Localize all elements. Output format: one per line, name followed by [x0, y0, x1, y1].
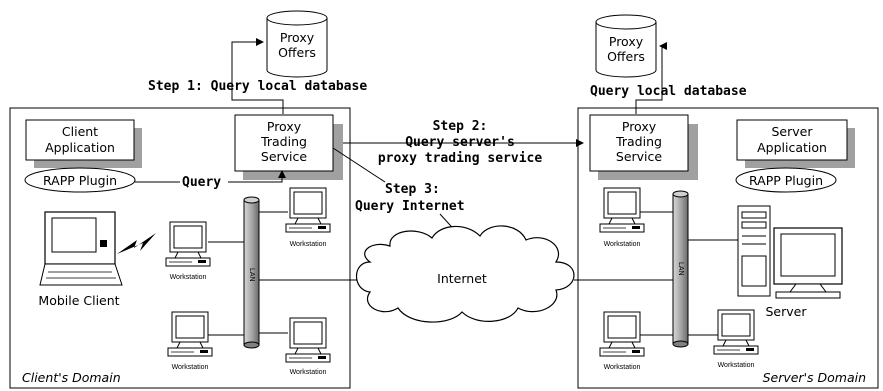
workstation-icon: Workstation [285, 317, 331, 376]
internet-cloud-icon [356, 225, 575, 323]
svg-text:Workstation: Workstation [170, 274, 207, 281]
workstation-icon: Workstation [165, 221, 211, 281]
internet-label: Internet [437, 271, 487, 286]
laptop-icon [39, 211, 123, 286]
workstation-icon: Workstation [599, 187, 645, 248]
proxy-right-line2: Trading [615, 134, 662, 149]
workstation-icon: Workstation [167, 311, 213, 371]
server-app-line2: Application [757, 140, 827, 155]
step2-line1: Step 2: [433, 119, 488, 134]
db-right-line2: Offers [607, 49, 645, 64]
server-domain-box [577, 107, 879, 389]
svg-text:LAN: LAN [677, 262, 684, 276]
proxy-left-line2: Trading [260, 134, 307, 149]
step2-line3: proxy trading service [378, 151, 543, 166]
proxy-left-line3: Service [261, 149, 308, 164]
db-right-line1: Proxy [609, 34, 644, 49]
proxy-right-line1: Proxy [622, 119, 657, 134]
server-domain-label: Server's Domain [763, 370, 866, 385]
proxy-trading-service-right [589, 114, 689, 172]
workstation-icon: Workstation [713, 309, 759, 369]
server-icon [737, 205, 843, 299]
rapp-left-label: RAPP Plugin [43, 173, 117, 188]
proxy-offers-db-right: Proxy Offers [595, 14, 657, 78]
client-domain-label: Client's Domain [22, 370, 121, 385]
step1-arrow [231, 38, 284, 114]
proxy-left-line1: Proxy [267, 119, 302, 134]
client-app-line2: Application [45, 140, 115, 155]
workstation-icon: Workstation [285, 187, 331, 248]
wireless-bolt-icon [117, 233, 156, 254]
svg-text:Workstation: Workstation [604, 364, 641, 371]
step3-line2: Query Internet [355, 199, 465, 214]
svg-text:Workstation: Workstation [718, 362, 755, 369]
right-db-label: Query local database [590, 84, 747, 99]
step3-line1: Step 3: [385, 182, 440, 197]
workstation-icon: Workstation [599, 311, 645, 371]
query-arrow [228, 170, 286, 183]
proxy-offers-db-left: Proxy Offers [266, 10, 328, 78]
server-label: Server [766, 304, 808, 319]
proxy-trading-service-left [234, 114, 334, 172]
svg-text:Workstation: Workstation [172, 364, 209, 371]
query-label: Query [182, 175, 221, 190]
db-left-line1: Proxy [280, 30, 315, 45]
proxy-right-line3: Service [616, 149, 663, 164]
right-db-arrow [635, 42, 667, 114]
svg-text:Workstation: Workstation [604, 241, 641, 248]
step1-label: Step 1: Query local database [148, 79, 367, 94]
client-app-line1: Client [62, 124, 98, 139]
client-domain-box [9, 107, 351, 389]
server-application-box [736, 119, 848, 161]
mobile-client-label: Mobile Client [38, 293, 119, 308]
lan-pipe-right: LAN [672, 190, 689, 348]
svg-text:Workstation: Workstation [290, 369, 327, 376]
client-application-box [25, 119, 135, 161]
svg-text:Workstation: Workstation [290, 241, 327, 248]
db-left-line2: Offers [278, 45, 316, 60]
step2-line2: Query server's [405, 135, 515, 150]
rapp-plugin-right [735, 167, 837, 193]
rapp-right-label: RAPP Plugin [749, 173, 823, 188]
rapp-plugin-left [24, 167, 136, 193]
svg-text:LAN: LAN [248, 268, 255, 282]
server-app-line1: Server [772, 124, 814, 139]
lan-pipe-left: LAN [243, 196, 260, 349]
